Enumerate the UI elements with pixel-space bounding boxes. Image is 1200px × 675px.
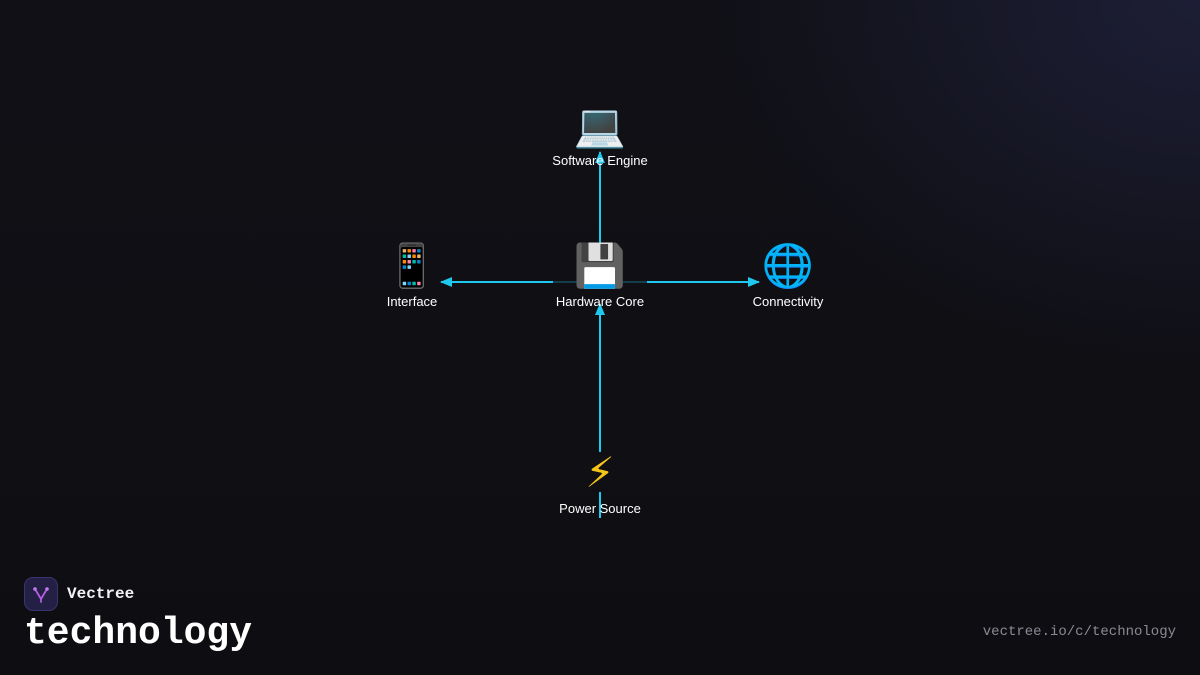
node-hardware-core[interactable]: 💾 Hardware Core bbox=[556, 241, 644, 309]
node-label: Software Engine bbox=[552, 153, 647, 168]
mobile-phone-icon: 📱 bbox=[386, 241, 438, 290]
laptop-icon: 💻 bbox=[574, 101, 626, 150]
node-label: Power Source bbox=[559, 501, 641, 516]
category-url[interactable]: vectree.io/c/technology bbox=[982, 624, 1176, 640]
node-power-source[interactable]: ⚡ Power Source bbox=[559, 448, 641, 516]
globe-icon: 🌐 bbox=[762, 241, 814, 290]
node-interface[interactable]: 📱 Interface bbox=[386, 241, 438, 309]
node-connectivity[interactable]: 🌐 Connectivity bbox=[753, 241, 824, 309]
lightning-icon: ⚡ bbox=[585, 448, 615, 497]
node-label: Connectivity bbox=[753, 294, 824, 309]
brand: Vectree bbox=[24, 577, 134, 611]
vectree-logo-icon bbox=[24, 577, 58, 611]
node-software-engine[interactable]: 💻 Software Engine bbox=[552, 101, 647, 168]
brand-name: Vectree bbox=[67, 585, 135, 603]
floppy-disk-icon: 💾 bbox=[574, 241, 626, 290]
node-label: Hardware Core bbox=[556, 294, 644, 309]
node-label: Interface bbox=[387, 294, 438, 309]
category-title: technology bbox=[24, 612, 253, 655]
edges bbox=[440, 151, 760, 518]
